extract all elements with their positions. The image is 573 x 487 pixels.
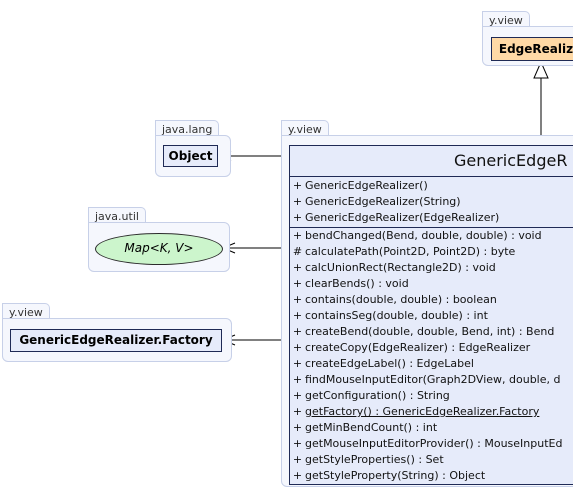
method-row[interactable]: +bendChanged(Bend, double, double) : voi… [290, 228, 573, 244]
method-row[interactable]: +getMouseInputEditorProvider() : MouseIn… [290, 436, 573, 452]
method-row[interactable]: +contains(double, double) : boolean [290, 292, 573, 308]
method-signature: bendChanged(Bend, double, double) : void [305, 229, 542, 242]
visibility-marker: + [292, 437, 303, 450]
method-row[interactable]: +getFactory() : GenericEdgeRealizer.Fact… [290, 404, 573, 420]
method-signature: getFactory() : GenericEdgeRealizer.Facto… [305, 405, 540, 418]
method-signature: calculatePath(Point2D, Point2D) : byte [305, 245, 516, 258]
visibility-marker: + [292, 179, 303, 192]
method-signature: createEdgeLabel() : EdgeLabel [305, 357, 474, 370]
method-row[interactable]: +calcUnionRect(Rectangle2D) : void [290, 260, 573, 276]
visibility-marker: + [292, 293, 303, 306]
method-signature: findMouseInputEditor(Graph2DView, double… [305, 373, 561, 386]
method-signature: getConfiguration() : String [305, 389, 450, 402]
method-signature: contains(double, double) : boolean [305, 293, 497, 306]
object-box[interactable]: Object [163, 145, 218, 167]
visibility-marker: + [292, 357, 303, 370]
visibility-marker: + [292, 389, 303, 402]
method-signature: getStyleProperty(String) : Object [305, 469, 486, 482]
edge-realizer-box[interactable]: EdgeRealiz [491, 37, 573, 61]
map-interface-ellipse[interactable]: Map<K, V> [95, 233, 223, 265]
inheritance-arrowhead [533, 60, 549, 79]
factory-box[interactable]: GenericEdgeRealizer.Factory [10, 329, 222, 352]
method-signature: getMouseInputEditorProvider() : MouseInp… [305, 437, 563, 450]
method-row[interactable]: +getConfiguration() : String [290, 388, 573, 404]
visibility-marker: + [292, 309, 303, 322]
visibility-marker: + [292, 405, 303, 418]
method-row[interactable]: +containsSeg(double, double) : int [290, 308, 573, 324]
method-signature: getMinBendCount() : int [305, 421, 438, 434]
method-signature: getStyleProperties() : Set [305, 453, 444, 466]
constructor-signature: GenericEdgeRealizer(EdgeRealizer) [305, 211, 500, 224]
visibility-marker: + [292, 341, 303, 354]
package-tab-java-lang: java.lang [155, 120, 220, 136]
visibility-marker: + [292, 211, 303, 224]
constructor-row[interactable]: +GenericEdgeRealizer() [290, 178, 573, 194]
visibility-marker: + [292, 453, 303, 466]
methods-section: +bendChanged(Bend, double, double) : voi… [290, 228, 573, 484]
visibility-marker: # [292, 245, 303, 258]
method-row[interactable]: +findMouseInputEditor(Graph2DView, doubl… [290, 372, 573, 388]
constructor-signature: GenericEdgeRealizer(String) [305, 195, 461, 208]
constructors-section: +GenericEdgeRealizer()+GenericEdgeRealiz… [290, 177, 573, 228]
constructor-signature: GenericEdgeRealizer() [305, 179, 428, 192]
visibility-marker: + [292, 421, 303, 434]
method-row[interactable]: +createCopy(EdgeRealizer) : EdgeRealizer [290, 340, 573, 356]
constructor-row[interactable]: +GenericEdgeRealizer(String) [290, 194, 573, 210]
method-row[interactable]: +getMinBendCount() : int [290, 420, 573, 436]
method-signature: createBend(double, double, Bend, int) : … [305, 325, 555, 338]
package-tab-left-view: y.view [2, 303, 50, 319]
visibility-marker: + [292, 261, 303, 274]
visibility-marker: + [292, 277, 303, 290]
visibility-marker: + [292, 195, 303, 208]
method-row[interactable]: #calculatePath(Point2D, Point2D) : byte [290, 244, 573, 260]
method-row[interactable]: +createBend(double, double, Bend, int) :… [290, 324, 573, 340]
visibility-marker: + [292, 373, 303, 386]
class-title: GenericEdgeR [290, 146, 573, 177]
package-tab-java-util: java.util [88, 207, 146, 223]
constructor-row[interactable]: +GenericEdgeRealizer(EdgeRealizer) [290, 210, 573, 226]
package-tab-main: y.view [281, 120, 329, 136]
visibility-marker: + [292, 469, 303, 482]
visibility-marker: + [292, 325, 303, 338]
method-signature: clearBends() : void [305, 277, 409, 290]
visibility-marker: + [292, 229, 303, 242]
method-row[interactable]: +getStyleProperties() : Set [290, 452, 573, 468]
method-row[interactable]: +clearBends() : void [290, 276, 573, 292]
method-signature: createCopy(EdgeRealizer) : EdgeRealizer [305, 341, 531, 354]
method-row[interactable]: +getStyleProperty(String) : Object [290, 468, 573, 484]
method-signature: containsSeg(double, double) : int [305, 309, 488, 322]
method-row[interactable]: +createEdgeLabel() : EdgeLabel [290, 356, 573, 372]
generic-edge-realizer-class[interactable]: GenericEdgeR +GenericEdgeRealizer()+Gene… [289, 145, 573, 485]
package-tab-top-right: y.view [482, 11, 530, 27]
method-signature: calcUnionRect(Rectangle2D) : void [305, 261, 496, 274]
